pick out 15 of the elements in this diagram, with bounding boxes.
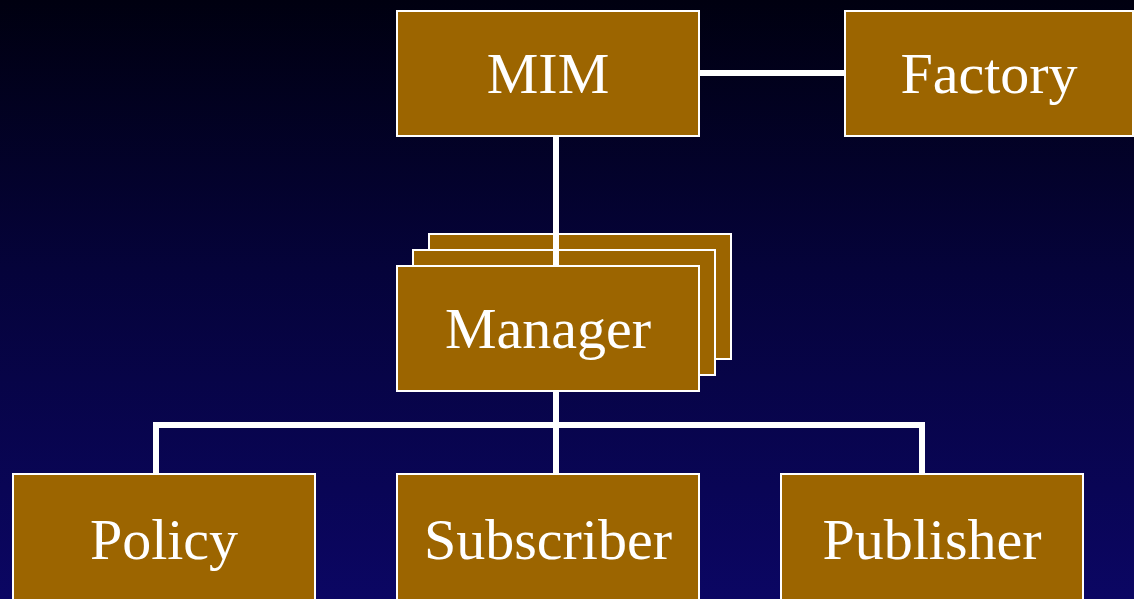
box-label: Factory bbox=[900, 44, 1078, 103]
connector-line bbox=[553, 137, 559, 265]
process-box bbox=[396, 10, 700, 137]
process-box bbox=[12, 473, 316, 599]
process-box bbox=[844, 10, 1134, 137]
box-label: MIM bbox=[486, 44, 610, 103]
process-box bbox=[396, 473, 700, 599]
box-label: Policy bbox=[89, 511, 239, 569]
box-label: Manager bbox=[444, 299, 652, 358]
box-label: Publisher bbox=[822, 511, 1042, 569]
process-box bbox=[780, 473, 1084, 599]
box-label: Subscriber bbox=[423, 511, 673, 569]
process-box bbox=[396, 265, 700, 392]
connector-line bbox=[700, 70, 844, 76]
connector-line bbox=[553, 392, 925, 473]
